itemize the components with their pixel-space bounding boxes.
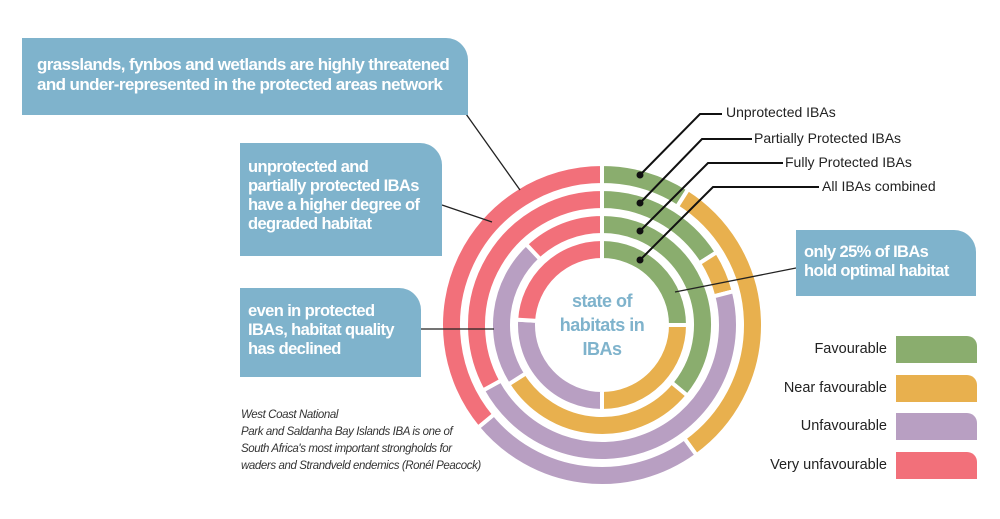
legend-label: Unfavourable xyxy=(800,418,887,434)
callout-text: IBAs, habitat quality xyxy=(248,321,395,339)
ring-leader-unprotected xyxy=(639,113,722,176)
legend-swatch xyxy=(896,336,977,363)
callout-text: has declined xyxy=(248,340,341,358)
callout-text: even in protected xyxy=(248,302,375,320)
ring-segment-very-unfavourable xyxy=(514,236,604,324)
callout-threatened: grasslands, fynbos and wetlands are high… xyxy=(22,38,468,115)
callout-text: only 25% of IBAs xyxy=(804,243,929,261)
ring-label-fully: Fully Protected IBAs xyxy=(785,154,912,170)
caption-line: West Coast National xyxy=(241,409,339,421)
ring-segment-very-unfavourable xyxy=(464,186,604,394)
ring-dot xyxy=(636,171,644,179)
photo-caption: West Coast National Park and Saldanha Ba… xyxy=(241,407,481,475)
callout-declined: even in protected IBAs, habitat quality … xyxy=(240,288,421,377)
callout-text: hold optimal habitat xyxy=(804,262,949,280)
ring-label-partial: Partially Protected IBAs xyxy=(754,130,902,146)
legend-swatch xyxy=(896,413,977,440)
caption-line: Park and Saldanha Bay Islands IBA is one… xyxy=(241,426,453,438)
ring-leader-fully xyxy=(639,162,783,232)
callout-leader-degraded xyxy=(441,204,493,223)
callout-text: degraded habitat xyxy=(248,215,372,233)
title-line: habitats in xyxy=(559,315,645,335)
callout-text: and under-represented in the protected a… xyxy=(37,75,443,94)
legend-unfavourable: Unfavourable xyxy=(740,413,977,440)
callout-optimal: only 25% of IBAs hold optimal habitat xyxy=(796,230,976,296)
legend-near-favourable: Near favourable xyxy=(740,375,977,402)
title-line: state of xyxy=(571,291,633,311)
ring-leader-all xyxy=(639,186,819,261)
ring-dot xyxy=(636,199,644,207)
callout-text: partially protected IBAs xyxy=(248,177,419,195)
ring-label-unprotected: Unprotected IBAs xyxy=(726,104,836,120)
legend-label: Favourable xyxy=(814,341,887,357)
title-line: IBAs xyxy=(582,339,622,359)
ring-segment-very-unfavourable xyxy=(523,211,604,263)
ring-leader-partial xyxy=(639,138,752,204)
callout-text: have a higher degree of xyxy=(248,196,420,214)
ring-label-all: All IBAs combined xyxy=(822,178,936,194)
ring-dot xyxy=(636,256,644,264)
callout-text: unprotected and xyxy=(248,158,369,176)
legend-swatch xyxy=(896,452,977,479)
callout-leader-threatened xyxy=(465,113,521,191)
caption-line: South Africa's most important stronghold… xyxy=(241,443,452,455)
chart-center-title: state of habitats in IBAs xyxy=(542,289,662,361)
ring-dot xyxy=(636,227,644,235)
legend-swatch xyxy=(896,375,977,402)
callout-leader-optimal xyxy=(674,267,797,293)
legend-very-unfavourable: Very unfavourable xyxy=(740,452,977,479)
ring-segment-very-unfavourable xyxy=(439,161,604,431)
callout-text: grasslands, fynbos and wetlands are high… xyxy=(37,55,450,74)
caption-line: waders and Strandveld endemics (Ronél Pe… xyxy=(241,460,481,472)
legend-favourable: Favourable xyxy=(740,336,977,363)
callout-degraded: unprotected and partially protected IBAs… xyxy=(240,143,442,256)
legend-label: Very unfavourable xyxy=(770,457,887,473)
legend-label: Near favourable xyxy=(783,380,887,396)
